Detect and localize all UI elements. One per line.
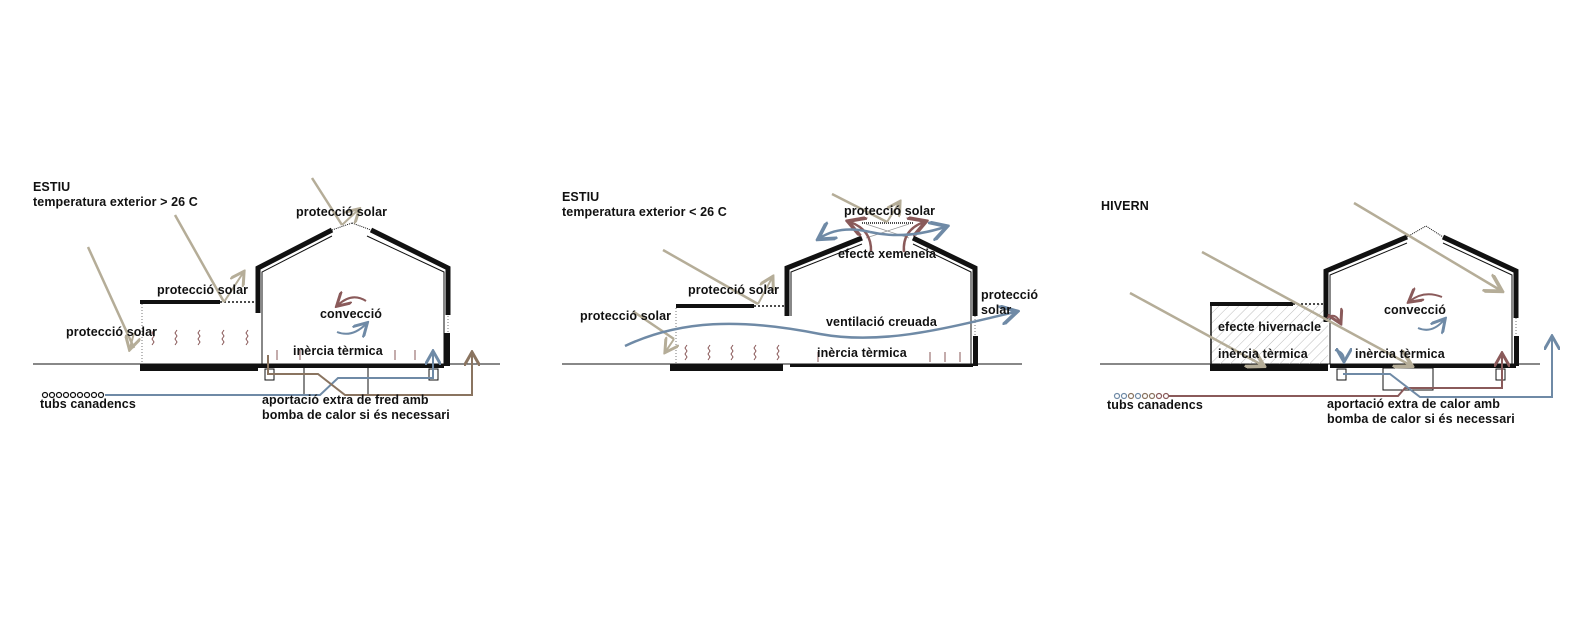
panel2-solar-roof-label: protecció solar (844, 204, 936, 218)
panel2-solar-right-line2: solar (981, 303, 1012, 317)
panel3-canadian-tubes-label: tubs canadencs (1107, 398, 1203, 412)
panel1-solar-roof-label: protecció solar (296, 205, 388, 219)
panel3-thermal-inertia-annex-label: inèrcia tèrmica (1218, 347, 1308, 361)
panel-summer-mild (562, 192, 1022, 371)
panel1-canadian-tubes-label: tubs canadencs (40, 397, 136, 411)
panel2-solar-facade-label: protecció solar (580, 309, 672, 323)
panel-winter (1100, 201, 1552, 400)
panel1-solar-facade-label: protecció solar (66, 325, 158, 339)
panel3-thermal-inertia-main-label: inèrcia tèrmica (1355, 347, 1445, 361)
panel1-subtitle: temperatura exterior > 26 C (33, 195, 198, 209)
panel2-chimney-label: efecte xemeneia (838, 247, 937, 261)
panel1-thermal-inertia-label: inèrcia tèrmica (293, 344, 383, 358)
panel3-extra-line2: bomba de calor si és necessari (1327, 412, 1515, 426)
panel2-subtitle: temperatura exterior < 26 C (562, 205, 727, 219)
panel2-solar-annex-label: protecció solar (688, 283, 780, 297)
panel1-title: ESTIU (33, 180, 71, 194)
panel2-title: ESTIU (562, 190, 600, 204)
panel3-title: HIVERN (1101, 199, 1149, 213)
panel1-extra-line2: bomba de calor si és necessari (262, 408, 450, 422)
panel2-cross-ventilation-label: ventilació creuada (826, 315, 937, 329)
panel1-extra-line1: aportació extra de fred amb (262, 393, 429, 407)
panel2-thermal-inertia-label: inèrcia tèrmica (817, 346, 907, 360)
panel1-solar-annex-label: protecció solar (157, 283, 249, 297)
panel3-convection-label: convecció (1384, 303, 1447, 317)
panel1-convection-label: convecció (320, 307, 383, 321)
panel2-solar-right-line1: protecció (981, 288, 1039, 302)
panel3-greenhouse-label: efecte hivernacle (1218, 320, 1322, 334)
panel-summer-hot (33, 177, 500, 399)
panel3-extra-line1: aportació extra de calor amb (1327, 397, 1501, 411)
